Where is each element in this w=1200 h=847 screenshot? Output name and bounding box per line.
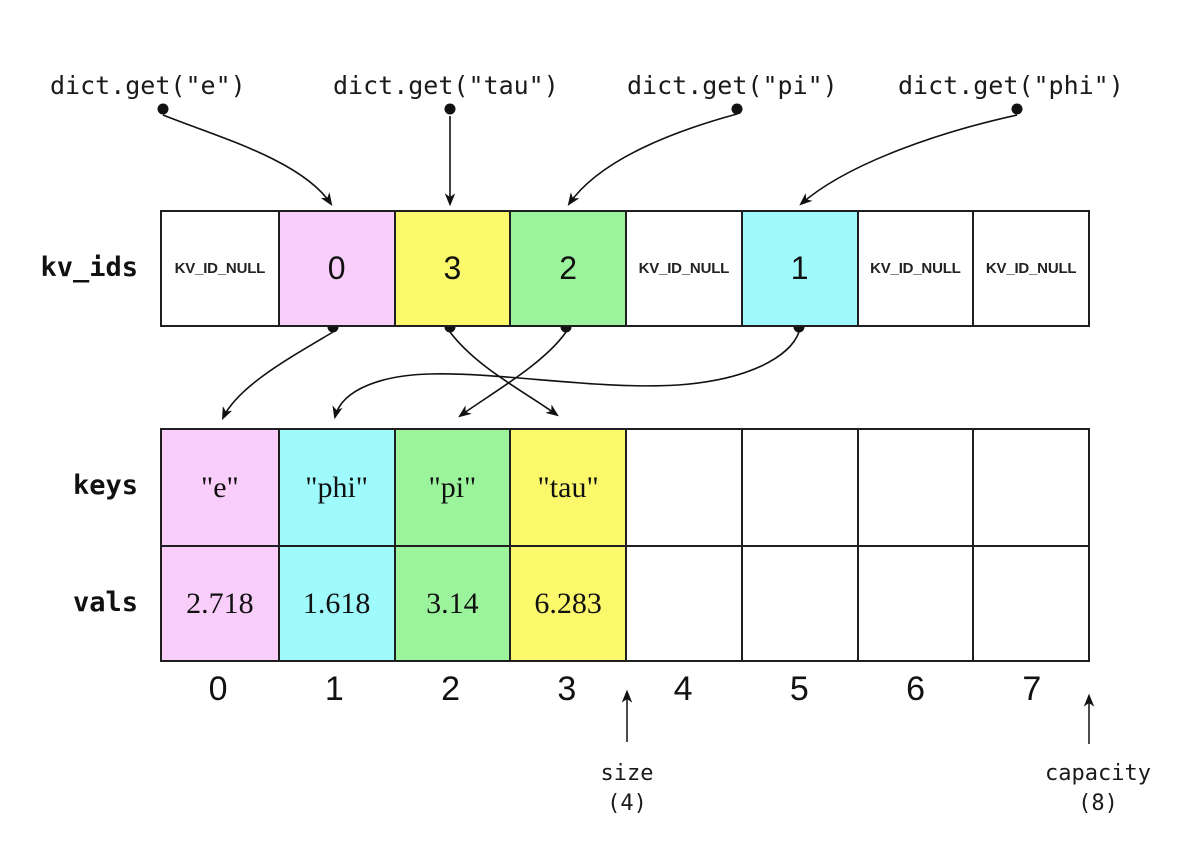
vals-cell-6 — [856, 545, 973, 660]
size-value: (4) — [607, 791, 647, 816]
kv-ids-cell-5: 1 — [740, 212, 857, 325]
keys-cell-1: "phi" — [277, 430, 394, 545]
vals-row-label: vals — [72, 587, 138, 618]
call-label-tau: dict.get("tau") — [333, 71, 559, 100]
kv-ids-array: KV_ID_NULL 0 3 2 KV_ID_NULL 1 KV_ID_NULL… — [160, 210, 1090, 327]
keys-cell-7 — [972, 430, 1088, 545]
index-label-1: 1 — [324, 670, 344, 708]
vals-cell-7 — [972, 545, 1088, 660]
vals-cell-3: 6.283 — [509, 545, 625, 660]
index-label-3: 3 — [557, 670, 577, 708]
vals-cell-1: 1.618 — [277, 545, 394, 660]
capacity-value: (8) — [1078, 791, 1118, 816]
arrow-call-e-to-slot1 — [162, 114, 333, 206]
index-label-7: 7 — [1022, 670, 1042, 708]
vals-cell-5 — [740, 545, 857, 660]
pointer-dot-call-e — [157, 103, 169, 115]
arrow-id2-to-key2 — [458, 331, 567, 418]
arrow-id3-to-key3 — [449, 331, 559, 417]
kv-ids-cell-3: 2 — [509, 212, 625, 325]
call-label-pi: dict.get("pi") — [627, 71, 838, 100]
arrow-id0-to-key0 — [222, 331, 334, 421]
capacity-label: capacity — [1045, 761, 1151, 786]
index-label-4: 4 — [673, 670, 693, 708]
kv-ids-cell-7: KV_ID_NULL — [972, 212, 1088, 325]
call-label-e: dict.get("e") — [50, 71, 246, 100]
kv-ids-cell-6: KV_ID_NULL — [856, 212, 973, 325]
keys-vals-grid: "e" "phi" "pi" "tau" 2.718 1.618 3.14 6.… — [160, 428, 1090, 662]
kv-ids-cell-0: KV_ID_NULL — [162, 212, 278, 325]
index-row: 0 1 2 3 4 5 6 7 — [160, 672, 1090, 706]
keys-cell-0: "e" — [162, 430, 278, 545]
kv-ids-cell-1: 0 — [277, 212, 394, 325]
keys-cell-6 — [856, 430, 973, 545]
kv-ids-cell-2: 3 — [393, 212, 510, 325]
vals-cell-2: 3.14 — [393, 545, 510, 660]
arrow-call-pi-to-slot3 — [567, 113, 738, 206]
kv-ids-row-label: kv_ids — [40, 252, 138, 283]
keys-cell-2: "pi" — [393, 430, 510, 545]
keys-row-label: keys — [72, 470, 138, 501]
vals-cell-0: 2.718 — [162, 545, 278, 660]
keys-cell-3: "tau" — [509, 430, 625, 545]
index-label-6: 6 — [906, 670, 926, 708]
index-label-5: 5 — [789, 670, 809, 708]
pointer-dot-call-tau — [444, 103, 456, 115]
index-label-2: 2 — [441, 670, 461, 708]
pointer-dot-call-phi — [1011, 103, 1023, 115]
pointer-dot-call-pi — [731, 103, 743, 115]
size-label: size — [600, 761, 654, 786]
keys-cell-5 — [740, 430, 857, 545]
vals-cell-4 — [625, 545, 741, 660]
arrow-id1-to-key1 — [332, 331, 800, 420]
arrow-call-phi-to-slot5 — [799, 114, 1018, 206]
keys-cell-4 — [625, 430, 741, 545]
kv-ids-cell-4: KV_ID_NULL — [625, 212, 741, 325]
index-label-0: 0 — [208, 670, 228, 708]
call-label-phi: dict.get("phi") — [898, 71, 1124, 100]
